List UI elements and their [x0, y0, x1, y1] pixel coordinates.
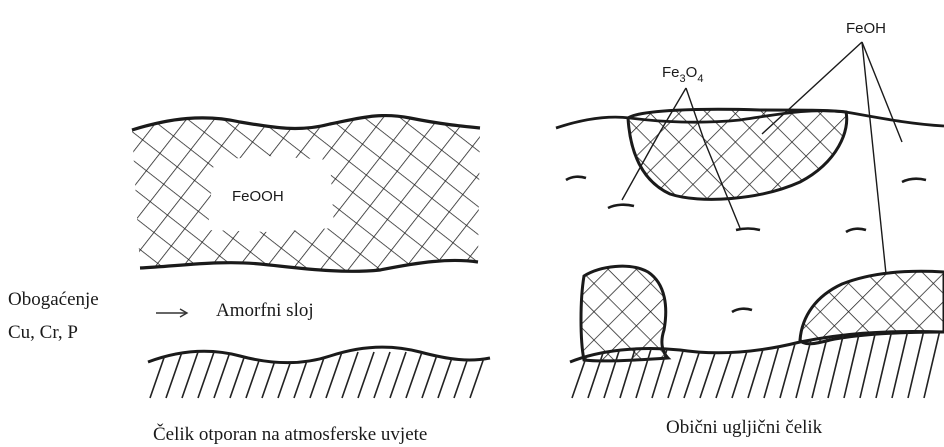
right-panel: Fe3O4 FeOH — [556, 20, 944, 438]
left-panel: FeOOH Obogaćenje Cu, Cr, P Amorfni sloj — [8, 100, 500, 445]
left-steel-surface — [148, 347, 490, 363]
feoh-label: FeOH — [846, 20, 886, 37]
fe3o4-label: Fe3O4 — [662, 64, 703, 85]
amorphous-layer-label: Amorfni sloj — [216, 300, 314, 321]
upper-rust-lens — [628, 109, 847, 199]
enrichment-label-line1: Obogaćenje — [8, 289, 99, 310]
feooh-label: FeOOH — [232, 188, 284, 205]
enrichment-label-line2: Cu, Cr, P — [8, 322, 78, 343]
lower-left-rust-nodule — [581, 266, 668, 361]
left-caption: Čelik otporan na atmosferske uvjete — [153, 423, 427, 445]
arrow-icon — [156, 309, 187, 317]
right-caption: Obični ugljični čelik — [666, 417, 823, 438]
